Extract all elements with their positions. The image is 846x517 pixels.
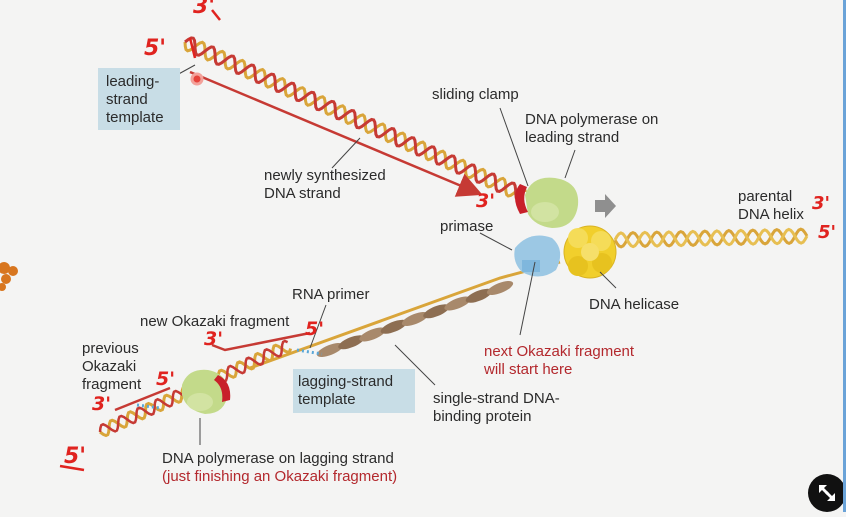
new-okazaki-line <box>211 331 311 352</box>
expand-arrows-icon <box>819 485 835 501</box>
leader-lines <box>174 64 617 445</box>
ssb-protein <box>316 343 344 357</box>
expand-button[interactable] <box>808 474 846 512</box>
annotation-3prime-top: 3' <box>193 0 216 19</box>
window-edge-strip <box>843 0 846 512</box>
label-leading-template: leading- strand template <box>106 73 164 126</box>
previous-okazaki-line <box>114 386 171 412</box>
annotation-5prime-okazaki: 5' <box>305 318 325 340</box>
dna-helicase <box>563 225 617 279</box>
label-new-okazaki: new Okazaki fragment <box>140 313 290 330</box>
ssb-protein <box>486 281 514 295</box>
label-primase: primase <box>440 218 494 235</box>
parental-helix <box>613 227 809 249</box>
dna-polymerase-lagging <box>182 369 231 414</box>
single-strand-binding-proteins <box>316 281 514 357</box>
rna-primer-dots <box>296 348 323 356</box>
leading-strand-helix <box>183 36 527 203</box>
annotation-3prime-okazaki: 3' <box>204 328 224 350</box>
cursor-dot-icon <box>190 72 204 86</box>
hand-annotation-strokes <box>59 9 221 472</box>
previous-primer-dots <box>136 403 161 410</box>
label-next-okazaki: next Okazaki fragment will start here <box>484 343 635 378</box>
label-parental-helix: parental DNA helix <box>738 188 804 223</box>
annotation-3prime-right: 3' <box>812 193 831 214</box>
primase <box>514 235 561 277</box>
annotation-3prime-fork: 3' <box>476 190 496 212</box>
ssb-protein <box>338 335 365 350</box>
label-previous-okazaki: previous Okazaki fragment <box>82 340 142 393</box>
edge-blob-graphic <box>0 262 18 291</box>
annotation-5prime-top: 5' <box>144 36 167 61</box>
label-polymerase-lagging-note: (just finishing an Okazaki fragment) <box>162 468 398 485</box>
label-sliding-clamp: sliding clamp <box>432 86 519 103</box>
leading-template-box <box>98 68 180 130</box>
label-ssb: single-strand DNA- binding protein <box>433 390 560 425</box>
annotation-3prime-previous: 3' <box>92 393 112 415</box>
annotation-5prime-bottom: 5' <box>64 444 87 469</box>
right-arrow-icon <box>595 194 616 218</box>
label-polymerase-leading: DNA polymerase on leading strand <box>525 111 659 146</box>
label-helicase: DNA helicase <box>589 296 680 313</box>
ssb-protein <box>380 319 407 334</box>
lagging-template-box <box>293 369 415 413</box>
dna-polymerase-leading <box>515 177 579 228</box>
ssb-protein <box>465 288 492 303</box>
label-lagging-template: lagging-strand template <box>298 373 394 408</box>
ssb-protein <box>359 327 386 342</box>
ssb-protein <box>401 312 429 326</box>
label-polymerase-lagging: DNA polymerase on lagging strand <box>162 450 394 467</box>
annotation-5prime-previous: 5' <box>156 368 176 390</box>
annotation-5prime-right: 5' <box>818 222 837 243</box>
ssb-protein <box>444 296 471 311</box>
newly-synthesized-strand-line <box>189 70 483 197</box>
ssb-protein <box>423 304 450 319</box>
label-newly-synthesized: newly synthesized DNA strand <box>264 167 386 202</box>
label-rna-primer: RNA primer <box>292 286 370 303</box>
